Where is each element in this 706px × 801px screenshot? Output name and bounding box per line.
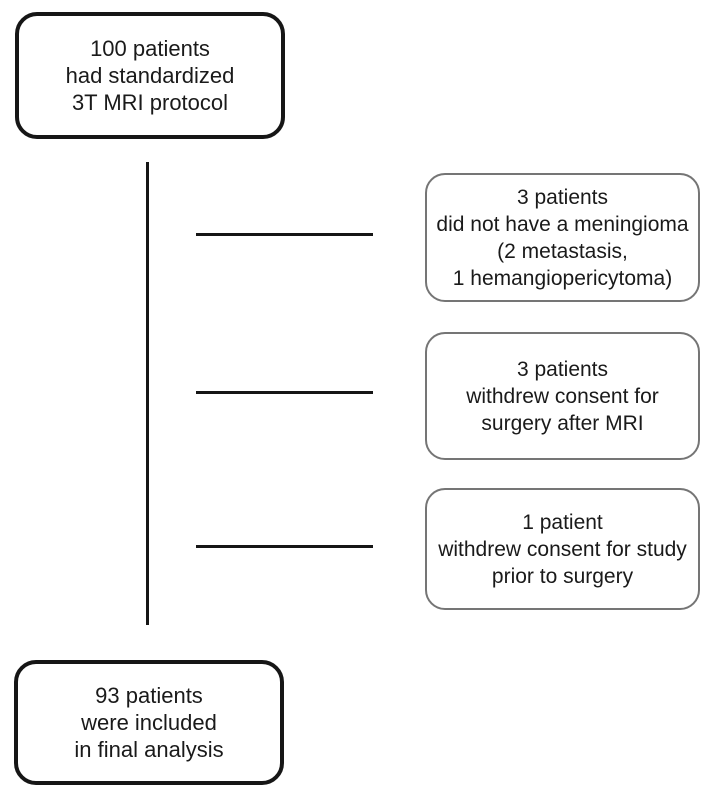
node-text-line: surgery after MRI [481, 411, 644, 435]
connector-vertical-spine [146, 162, 149, 625]
node-text-line: 3T MRI protocol [71, 90, 229, 115]
connector-branch-3 [196, 545, 373, 548]
node-excluded-withdrew-study-consent: 1 patient withdrew consent for study pri… [425, 488, 700, 610]
node-enrolled-patients: 100 patients had standardized 3T MRI pro… [15, 12, 285, 139]
connector-branch-1 [196, 233, 373, 236]
node-text-line: 3 patients [516, 357, 609, 381]
node-text-line: 1 hemangiopericytoma) [452, 266, 673, 290]
node-text-line: 3 patients [516, 185, 609, 209]
node-text-line: withdrew consent for study [438, 537, 687, 561]
node-text-line: 93 patients [95, 683, 203, 708]
node-text-line: did not have a meningioma [436, 212, 689, 236]
node-text-line: (2 metastasis, [497, 239, 628, 263]
node-text-line: in final analysis [74, 737, 224, 762]
node-final-analysis: 93 patients were included in final analy… [14, 660, 284, 785]
node-text-line: withdrew consent for [466, 384, 659, 408]
node-text-line: 100 patients [90, 36, 210, 61]
node-text-line: were included [81, 710, 217, 735]
node-text-line: had standardized [65, 63, 235, 88]
node-text-line: prior to surgery [491, 564, 634, 588]
connector-branch-2 [196, 391, 373, 394]
node-excluded-withdrew-surgery-consent: 3 patients withdrew consent for surgery … [425, 332, 700, 460]
node-text-line: 1 patient [522, 510, 603, 534]
node-excluded-not-meningioma: 3 patients did not have a meningioma (2 … [425, 173, 700, 302]
